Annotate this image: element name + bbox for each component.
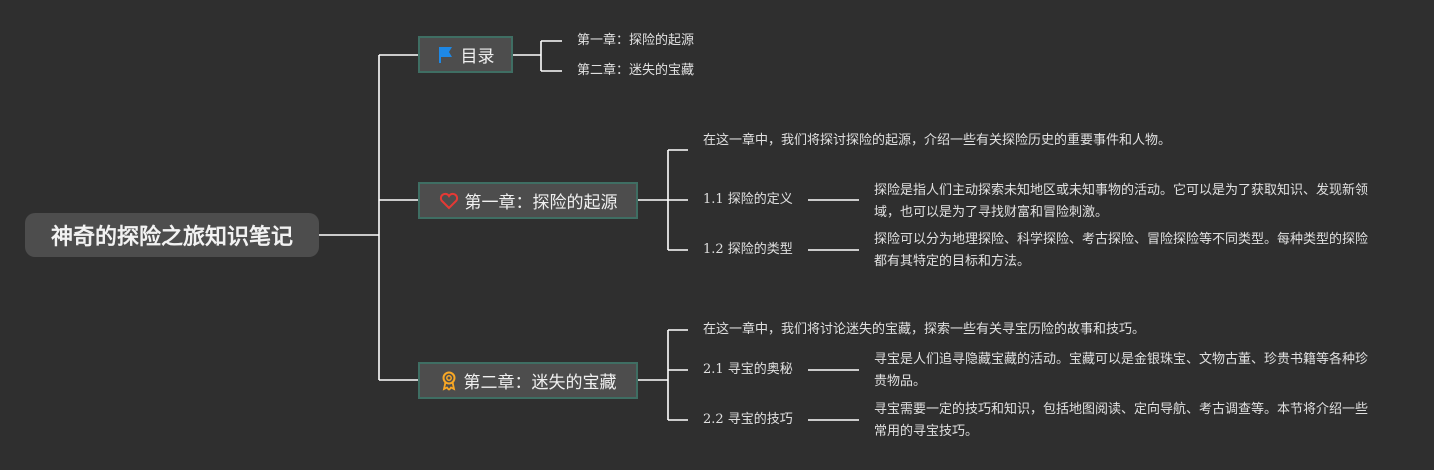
connector-toc: [513, 40, 562, 72]
branch-chapter1-label: 第一章：探险的起源: [464, 193, 618, 213]
ch2-section1-title[interactable]: 2.1 寻宝的奥秘: [703, 362, 793, 377]
branch-chapter1[interactable]: 第一章：探险的起源: [418, 182, 638, 219]
ch1-section2-text[interactable]: 探险可以分为地理探险、科学探险、考古探险、冒险探险等不同类型。每种类型的探险都有…: [874, 232, 1369, 269]
chapter2-intro[interactable]: 在这一章中，我们将讨论迷失的宝藏，探索一些有关寻宝历险的故事和技巧。: [703, 322, 1146, 337]
connector-root: [319, 54, 418, 381]
connector-chapter1: [638, 149, 688, 251]
connector-chapter2: [638, 329, 688, 421]
root-node[interactable]: 神奇的探险之旅知识笔记: [25, 213, 319, 257]
toc-item-1[interactable]: 第一章：探险的起源: [577, 33, 695, 48]
ch1-section1-title[interactable]: 1.1 探险的定义: [703, 192, 793, 207]
ch1-section1-text[interactable]: 探险是指人们主动探索未知地区或未知事物的活动。它可以是为了获取知识、发现新领域，…: [874, 183, 1369, 220]
branch-toc-label: 目录: [460, 47, 495, 67]
award-ribbon-icon: [440, 371, 458, 391]
branch-chapter2-label: 第二章：迷失的宝藏: [463, 373, 617, 393]
ch2-section1-text[interactable]: 寻宝是人们追寻隐藏宝藏的活动。宝藏可以是金银珠宝、文物古董、珍贵书籍等各种珍贵物…: [874, 352, 1369, 389]
ch2-section2-title[interactable]: 2.2 寻宝的技巧: [703, 412, 793, 427]
flag-icon: [437, 46, 455, 64]
toc-item-2[interactable]: 第二章：迷失的宝藏: [577, 63, 695, 78]
chapter1-intro[interactable]: 在这一章中，我们将探讨探险的起源，介绍一些有关探险历史的重要事件和人物。: [703, 133, 1172, 148]
root-title: 神奇的探险之旅知识笔记: [50, 225, 293, 250]
ch2-section2-text[interactable]: 寻宝需要一定的技巧和知识，包括地图阅读、定向导航、考古调查等。本节将介绍一些常用…: [874, 402, 1369, 439]
ch1-section2-title[interactable]: 1.2 探险的类型: [703, 242, 793, 257]
branch-chapter2[interactable]: 第二章：迷失的宝藏: [418, 362, 638, 399]
heart-icon: [439, 192, 459, 210]
branch-toc[interactable]: 目录: [418, 36, 513, 73]
